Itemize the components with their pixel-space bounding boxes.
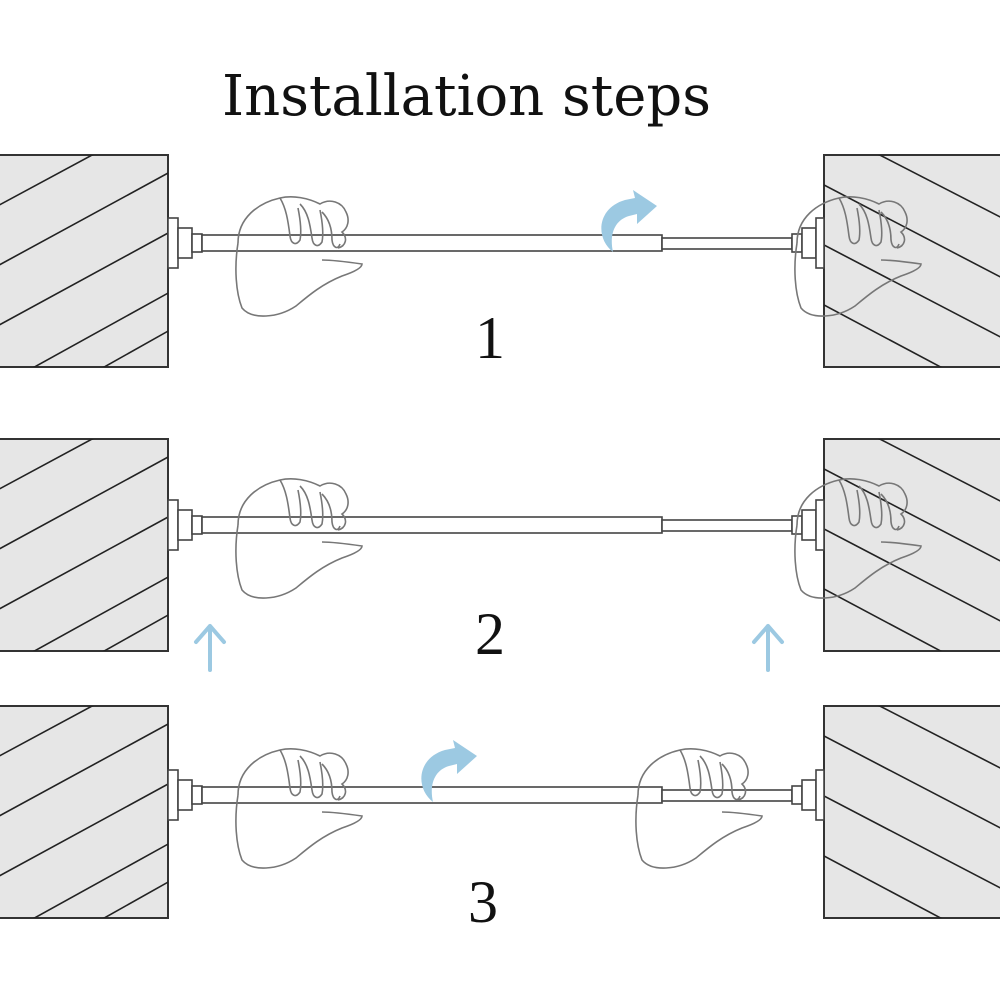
up-arrow-icon	[194, 624, 226, 672]
right-wall-block	[823, 705, 1000, 919]
left-hand-icon	[235, 478, 363, 599]
step-3-row	[0, 705, 1000, 919]
left-hand-icon	[235, 196, 363, 317]
left-hand-icon	[235, 748, 363, 869]
step-number-2: 2	[475, 601, 505, 667]
right-hand-icon	[636, 749, 762, 868]
step-number-3: 3	[468, 869, 498, 935]
step-2-row	[0, 438, 1000, 672]
left-wall-block	[0, 705, 169, 919]
tension-rod	[167, 217, 825, 269]
tension-rod	[167, 499, 825, 551]
step-number-1: 1	[475, 305, 505, 371]
left-wall-block	[0, 154, 169, 368]
step-1-row	[0, 154, 1000, 368]
up-arrow-icon	[752, 624, 784, 672]
left-wall-block	[0, 438, 169, 652]
page-title: Installation steps	[222, 64, 711, 129]
right-wall-block	[823, 154, 1000, 368]
